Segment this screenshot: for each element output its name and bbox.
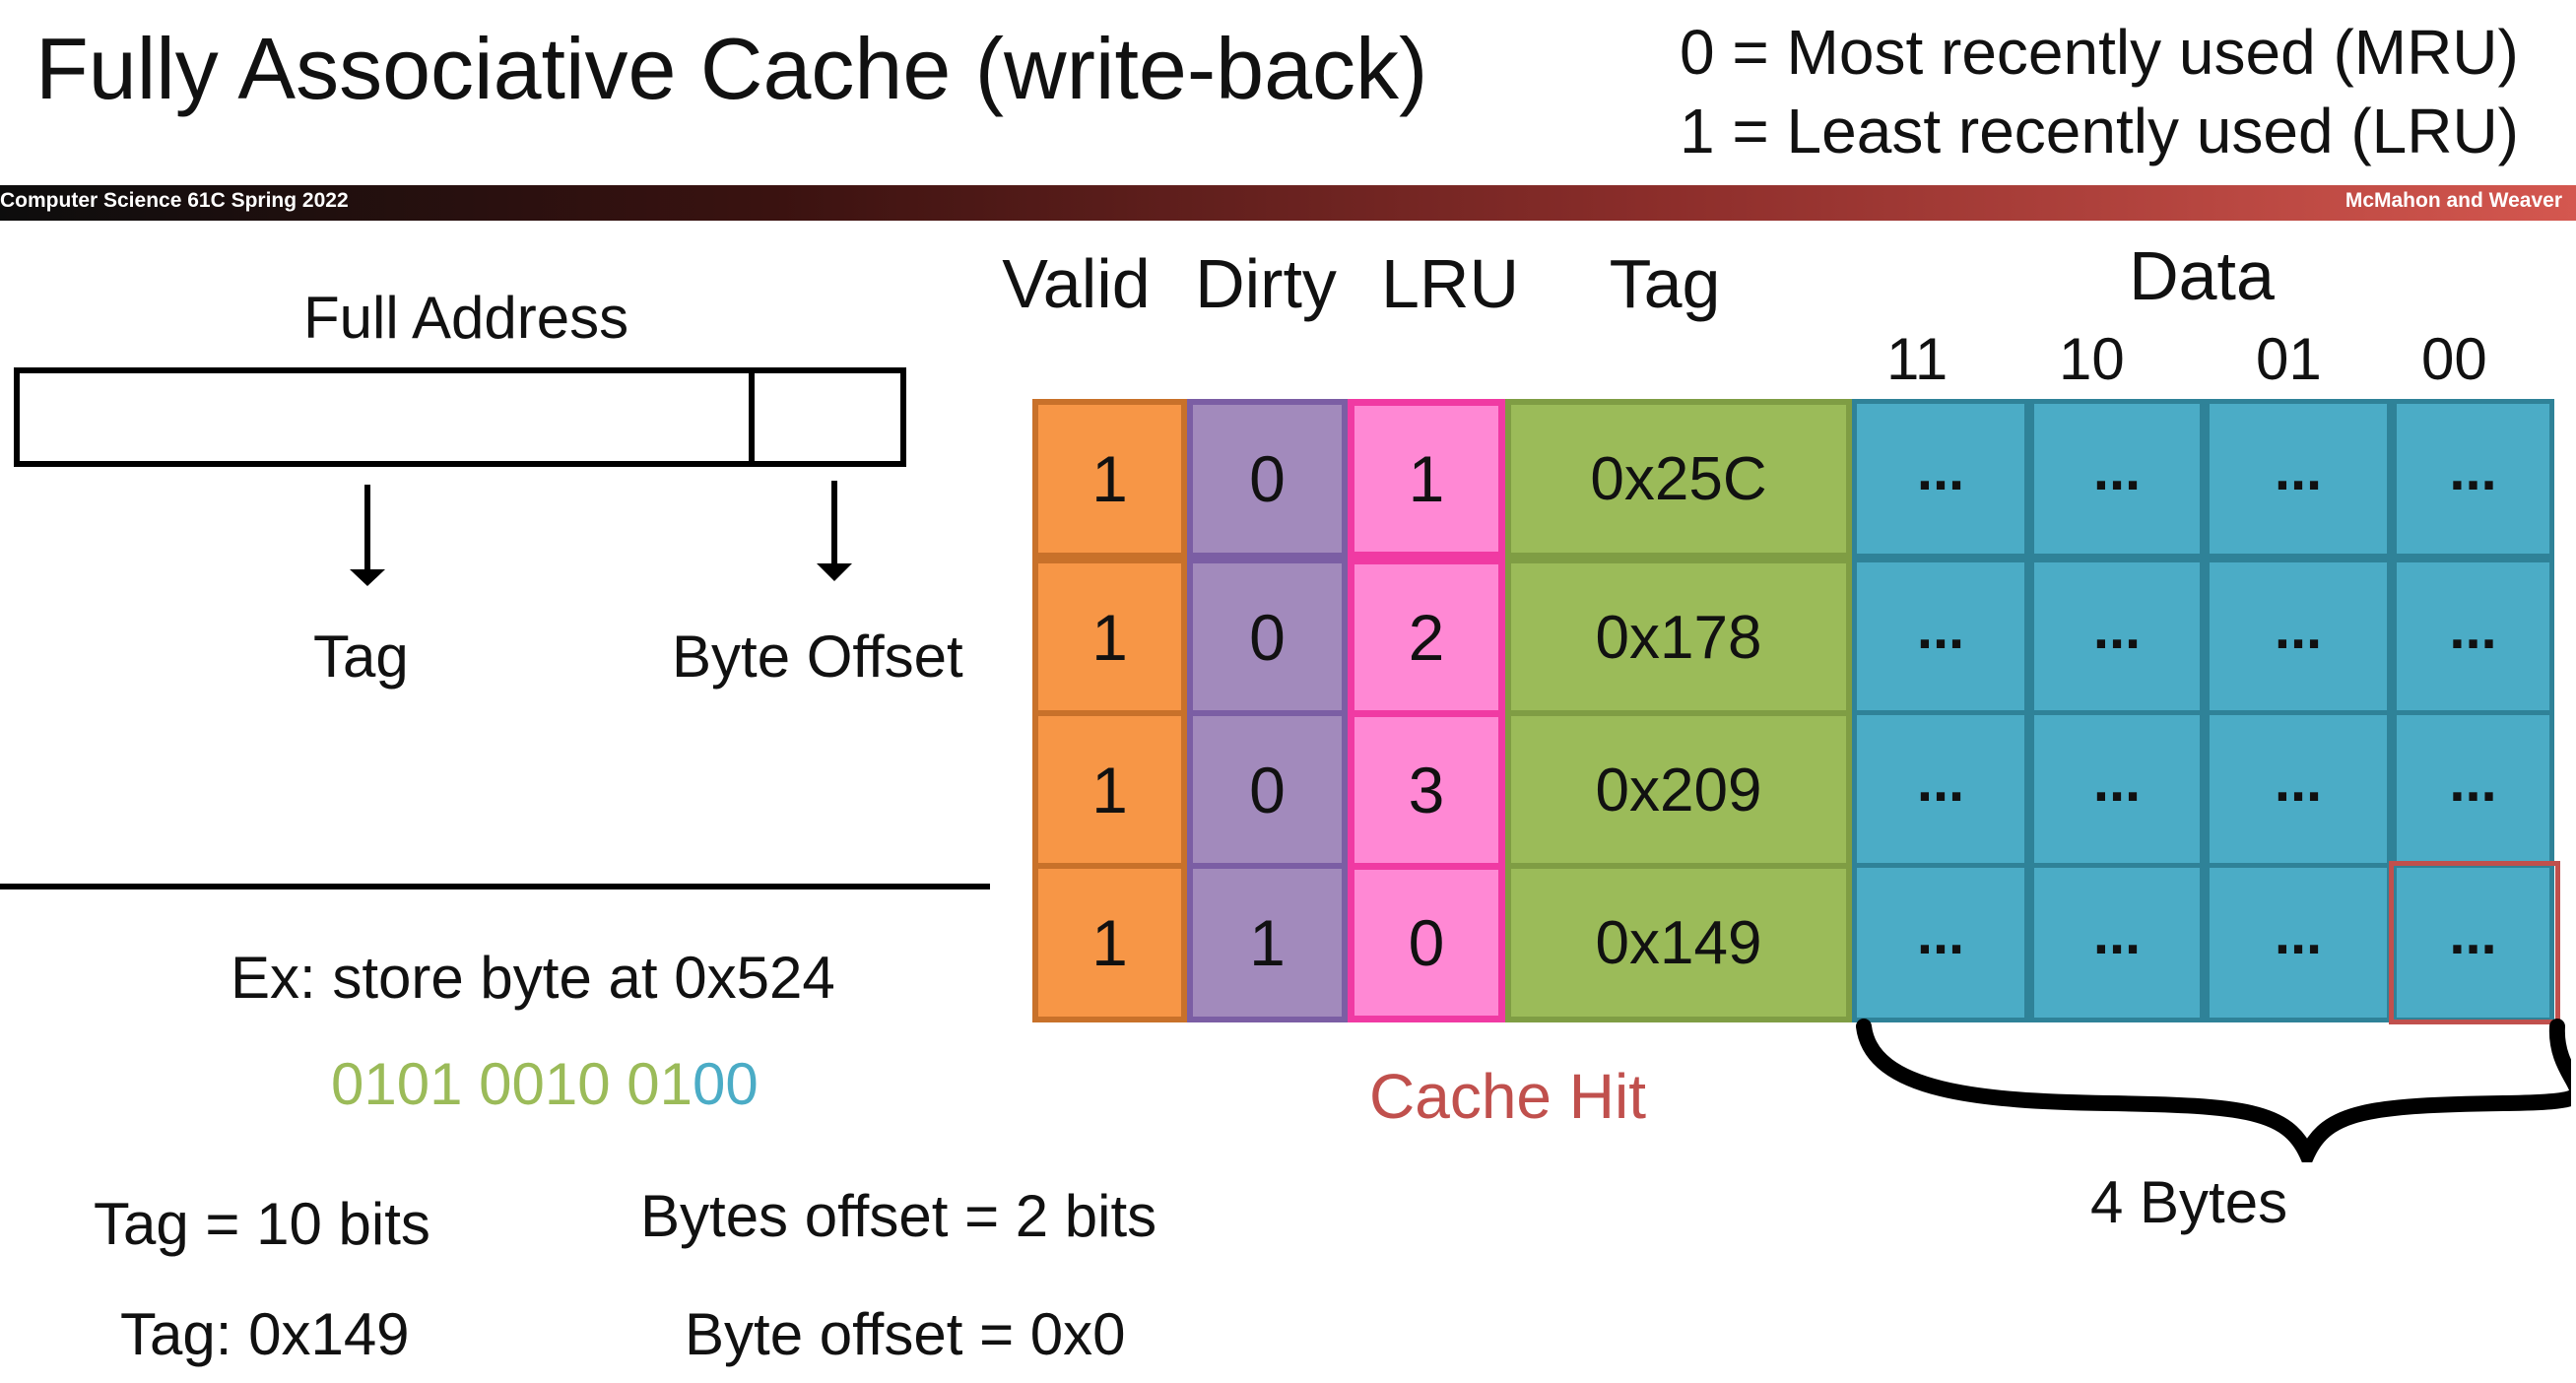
cell-data-row-0-byte-2: ... — [2205, 399, 2392, 559]
byte-offset-label: Byte Offset — [672, 624, 963, 690]
cell-data-row-0-byte-0: ... — [1852, 399, 2029, 559]
cell-data-row-2-byte-3: ... — [2392, 710, 2554, 870]
cell-tag-row-0: 0x25C — [1505, 399, 1852, 559]
header-lru: LRU — [1380, 245, 1520, 322]
cell-lru-row-0: 1 — [1348, 399, 1505, 559]
header-dirty: Dirty — [1195, 245, 1337, 322]
byte-col-header-3: 00 — [2421, 326, 2487, 392]
cell-data-row-3-byte-1: ... — [2029, 863, 2205, 1022]
cell-lru-row-3: 0 — [1348, 863, 1505, 1022]
tag-label: Tag — [313, 624, 409, 690]
cell-data-row-3-byte-0: ... — [1852, 863, 2029, 1022]
cell-tag-row-2: 0x209 — [1505, 710, 1852, 870]
cell-dirty-row-3: 1 — [1187, 863, 1348, 1022]
cell-data-row-1-byte-2: ... — [2205, 558, 2392, 717]
address-diagram — [0, 367, 990, 889]
header-banner — [0, 185, 2576, 221]
offset-value-text: Byte offset = 0x0 — [685, 1301, 1126, 1367]
cell-data-row-1-byte-3: ... — [2392, 558, 2554, 717]
cell-data-row-1-byte-1: ... — [2029, 558, 2205, 717]
binary-tag-bits: 0101 0010 01 — [331, 1051, 694, 1117]
address-box — [14, 367, 906, 467]
cell-lru-row-2: 3 — [1348, 710, 1505, 870]
cell-dirty-row-0: 0 — [1187, 399, 1348, 559]
cell-data-row-0-byte-3: ... — [2392, 399, 2554, 559]
cell-data-row-0-byte-1: ... — [2029, 399, 2205, 559]
tag-value-text: Tag: 0x149 — [120, 1301, 410, 1367]
legend-mru: 0 = Most recently used (MRU) — [1680, 17, 2519, 88]
byte-col-header-0: 11 — [1886, 326, 1949, 392]
four-bytes-label: 4 Bytes — [2090, 1169, 2288, 1235]
cell-data-row-2-byte-2: ... — [2205, 710, 2392, 870]
offset-bits-text: Bytes offset = 2 bits — [640, 1183, 1157, 1249]
bytes-brace — [1856, 1019, 2571, 1162]
cell-data-row-3-byte-2: ... — [2205, 863, 2392, 1022]
cell-data-row-2-byte-0: ... — [1852, 710, 2029, 870]
cell-lru-row-1: 2 — [1348, 558, 1505, 717]
cell-dirty-row-1: 0 — [1187, 558, 1348, 717]
authors-label: McMahon and Weaver — [2345, 189, 2562, 212]
cell-data-row-2-byte-1: ... — [2029, 710, 2205, 870]
header-data: Data — [2129, 237, 2275, 314]
cache-hit-label: Cache Hit — [1369, 1061, 1646, 1132]
cell-valid-row-2: 1 — [1032, 710, 1187, 870]
example-binary: 0101 0010 0100 — [331, 1050, 759, 1118]
cell-dirty-row-2: 0 — [1187, 710, 1348, 870]
example-text: Ex: store byte at 0x524 — [231, 945, 835, 1011]
cell-valid-row-1: 1 — [1032, 558, 1187, 717]
header-tag: Tag — [1609, 245, 1721, 322]
cell-tag-row-3: 0x149 — [1505, 863, 1852, 1022]
course-label: Computer Science 61C Spring 2022 — [0, 189, 349, 212]
full-address-label: Full Address — [303, 285, 629, 351]
cache-hit-highlight — [2389, 861, 2560, 1024]
tag-bits-text: Tag = 10 bits — [94, 1191, 430, 1257]
cell-data-row-3-byte-3: ... — [2392, 863, 2554, 1022]
legend-lru: 1 = Least recently used (LRU) — [1680, 96, 2519, 166]
binary-offset-bits: 00 — [693, 1051, 759, 1117]
tag-arrow-head — [350, 569, 385, 586]
header-valid: Valid — [1002, 245, 1151, 322]
cell-valid-row-0: 1 — [1032, 399, 1187, 559]
slide-title: Fully Associative Cache (write-back) — [35, 20, 1428, 117]
cell-tag-row-1: 0x178 — [1505, 558, 1852, 717]
byte-col-header-2: 01 — [2256, 326, 2322, 392]
cell-data-row-1-byte-0: ... — [1852, 558, 2029, 717]
byte-col-header-1: 10 — [2059, 326, 2125, 392]
brace-path — [1856, 1019, 2571, 1162]
cell-valid-row-3: 1 — [1032, 863, 1187, 1022]
offset-arrow-head — [817, 563, 852, 581]
